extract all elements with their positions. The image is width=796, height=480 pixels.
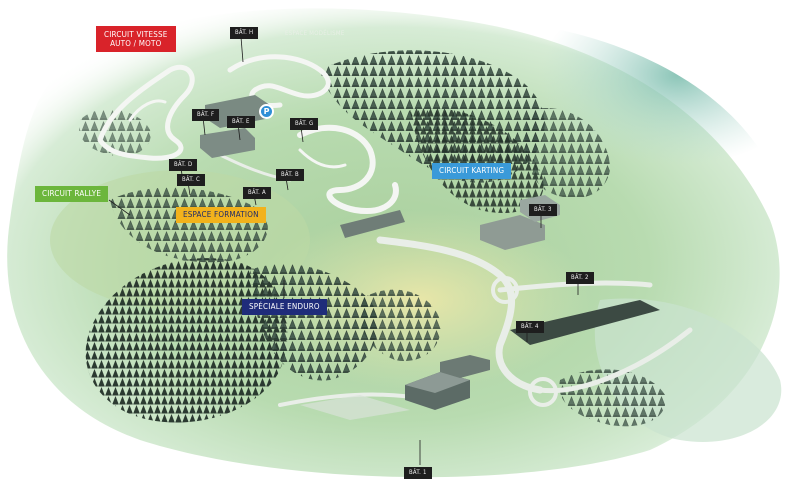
bat-e-label: BÂT. E: [227, 116, 255, 128]
forest-areas: [79, 50, 666, 427]
bat-d-label: BÂT. D: [169, 159, 198, 171]
bat-f-label: BÂT. F: [192, 109, 220, 121]
circuit-karting-track: [227, 54, 399, 214]
bat-a-label: BÂT. A: [243, 187, 271, 199]
parking-icon: P: [259, 104, 274, 119]
speciale-enduro-label: SPÉCIALE ENDURO: [242, 299, 327, 315]
espace-formation-label: ESPACE FORMATION: [176, 207, 266, 223]
espace-modelisme-label: ESPACE MODÉLISME: [285, 30, 345, 37]
bat-4-label: BÂT. 4: [516, 321, 544, 333]
circuit-vitesse-line1: CIRCUIT VITESSE: [104, 30, 168, 39]
bat-2-label: BÂT. 2: [566, 272, 594, 284]
circuit-karting-label: CIRCUIT KARTING: [432, 163, 512, 179]
bat-3-label: BÂT. 3: [529, 204, 557, 216]
roundabouts: [491, 276, 558, 407]
circuit-vitesse-line2: AUTO / MOTO: [110, 39, 162, 49]
bat-c-label: BÂT. C: [177, 174, 205, 186]
bat-g-label: BÂT. G: [290, 118, 319, 130]
bat-b-label: BÂT. B: [276, 169, 304, 181]
parking-label: P: [263, 106, 270, 116]
label-leader-lines: [108, 36, 579, 465]
bat-h-label: BÂT. H: [230, 27, 259, 39]
circuit-rallye-label: CIRCUIT RALLYE: [35, 186, 109, 202]
circuit-vitesse-track: [97, 64, 195, 161]
bat-1-label: BÂT. 1: [404, 467, 432, 479]
circuit-vitesse-label: CIRCUIT VITESSE AUTO / MOTO: [96, 26, 176, 53]
